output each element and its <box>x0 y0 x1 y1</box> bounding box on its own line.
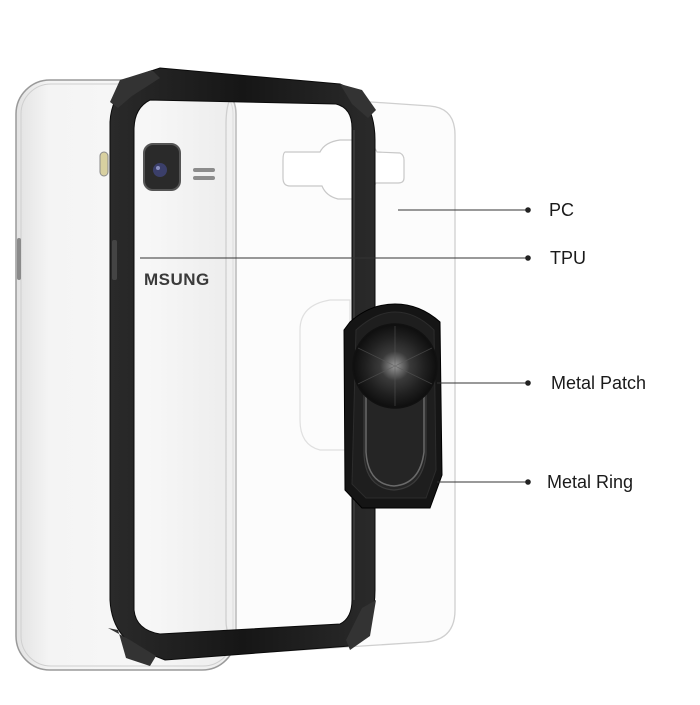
callout-label-metal-ring: Metal Ring <box>547 472 634 492</box>
tpu-bumper-frame <box>108 67 376 666</box>
callout-label-metal-patch: Metal Patch <box>551 373 647 393</box>
phone-brand-logo: MSUNG <box>144 270 210 289</box>
callout-lines <box>140 207 531 485</box>
callout-label-pc: PC <box>549 200 575 220</box>
ring-holder <box>343 303 443 509</box>
callout-label-tpu: TPU <box>550 248 586 268</box>
